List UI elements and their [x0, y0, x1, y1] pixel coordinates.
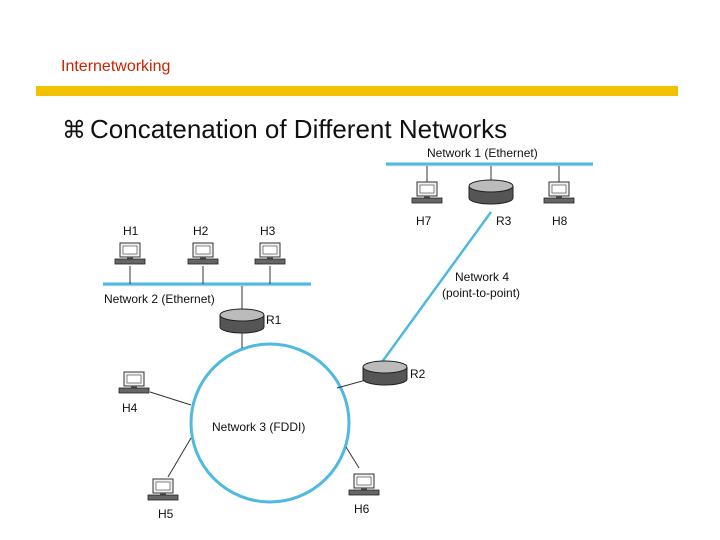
network-2-label: Network 2 (Ethernet)	[104, 292, 215, 306]
router-r1-label: R1	[266, 313, 282, 327]
host-h2-label: H2	[193, 224, 209, 238]
host-h6-icon	[348, 473, 380, 496]
network-1-ethernet-bus	[386, 162, 593, 167]
router-r1-icon	[219, 308, 265, 334]
router-r3-label: R3	[496, 214, 512, 228]
network-4-sublabel: (point-to-point)	[442, 286, 520, 300]
host-h2-icon	[187, 242, 219, 265]
accent-bar	[36, 86, 678, 96]
host-h8-label: H8	[552, 214, 568, 228]
slide-title-text: Concatenation of Different Networks	[90, 114, 508, 144]
section-title: Internetworking	[61, 58, 171, 75]
host-h7-icon	[411, 181, 443, 204]
host-h4-label: H4	[122, 401, 138, 415]
router-r2-icon	[362, 360, 408, 386]
router-r2-label: R2	[410, 367, 426, 381]
host-h7-label: H7	[416, 214, 432, 228]
network-2-ethernet-bus	[103, 282, 311, 287]
network-3-fddi-ring	[189, 342, 351, 504]
router-r3-icon	[468, 179, 514, 205]
host-h6-label: H6	[354, 502, 370, 516]
command-icon: ⌘	[62, 116, 86, 144]
host-h1-icon	[114, 242, 146, 265]
host-h8-icon	[543, 181, 575, 204]
network-4-label: Network 4	[455, 270, 509, 284]
host-connections	[129, 166, 560, 478]
host-h3-icon	[254, 242, 286, 265]
network-1-label: Network 1 (Ethernet)	[427, 146, 538, 160]
host-h5-icon	[147, 478, 179, 501]
host-h5-label: H5	[158, 507, 174, 521]
slide-title: ⌘Concatenation of Different Networks	[62, 114, 507, 145]
host-h4-icon	[118, 371, 150, 394]
host-h1-label: H1	[123, 224, 139, 238]
host-h3-label: H3	[260, 224, 276, 238]
network-4-point-to-point-link	[380, 211, 493, 363]
network-3-label: Network 3 (FDDI)	[212, 420, 305, 434]
